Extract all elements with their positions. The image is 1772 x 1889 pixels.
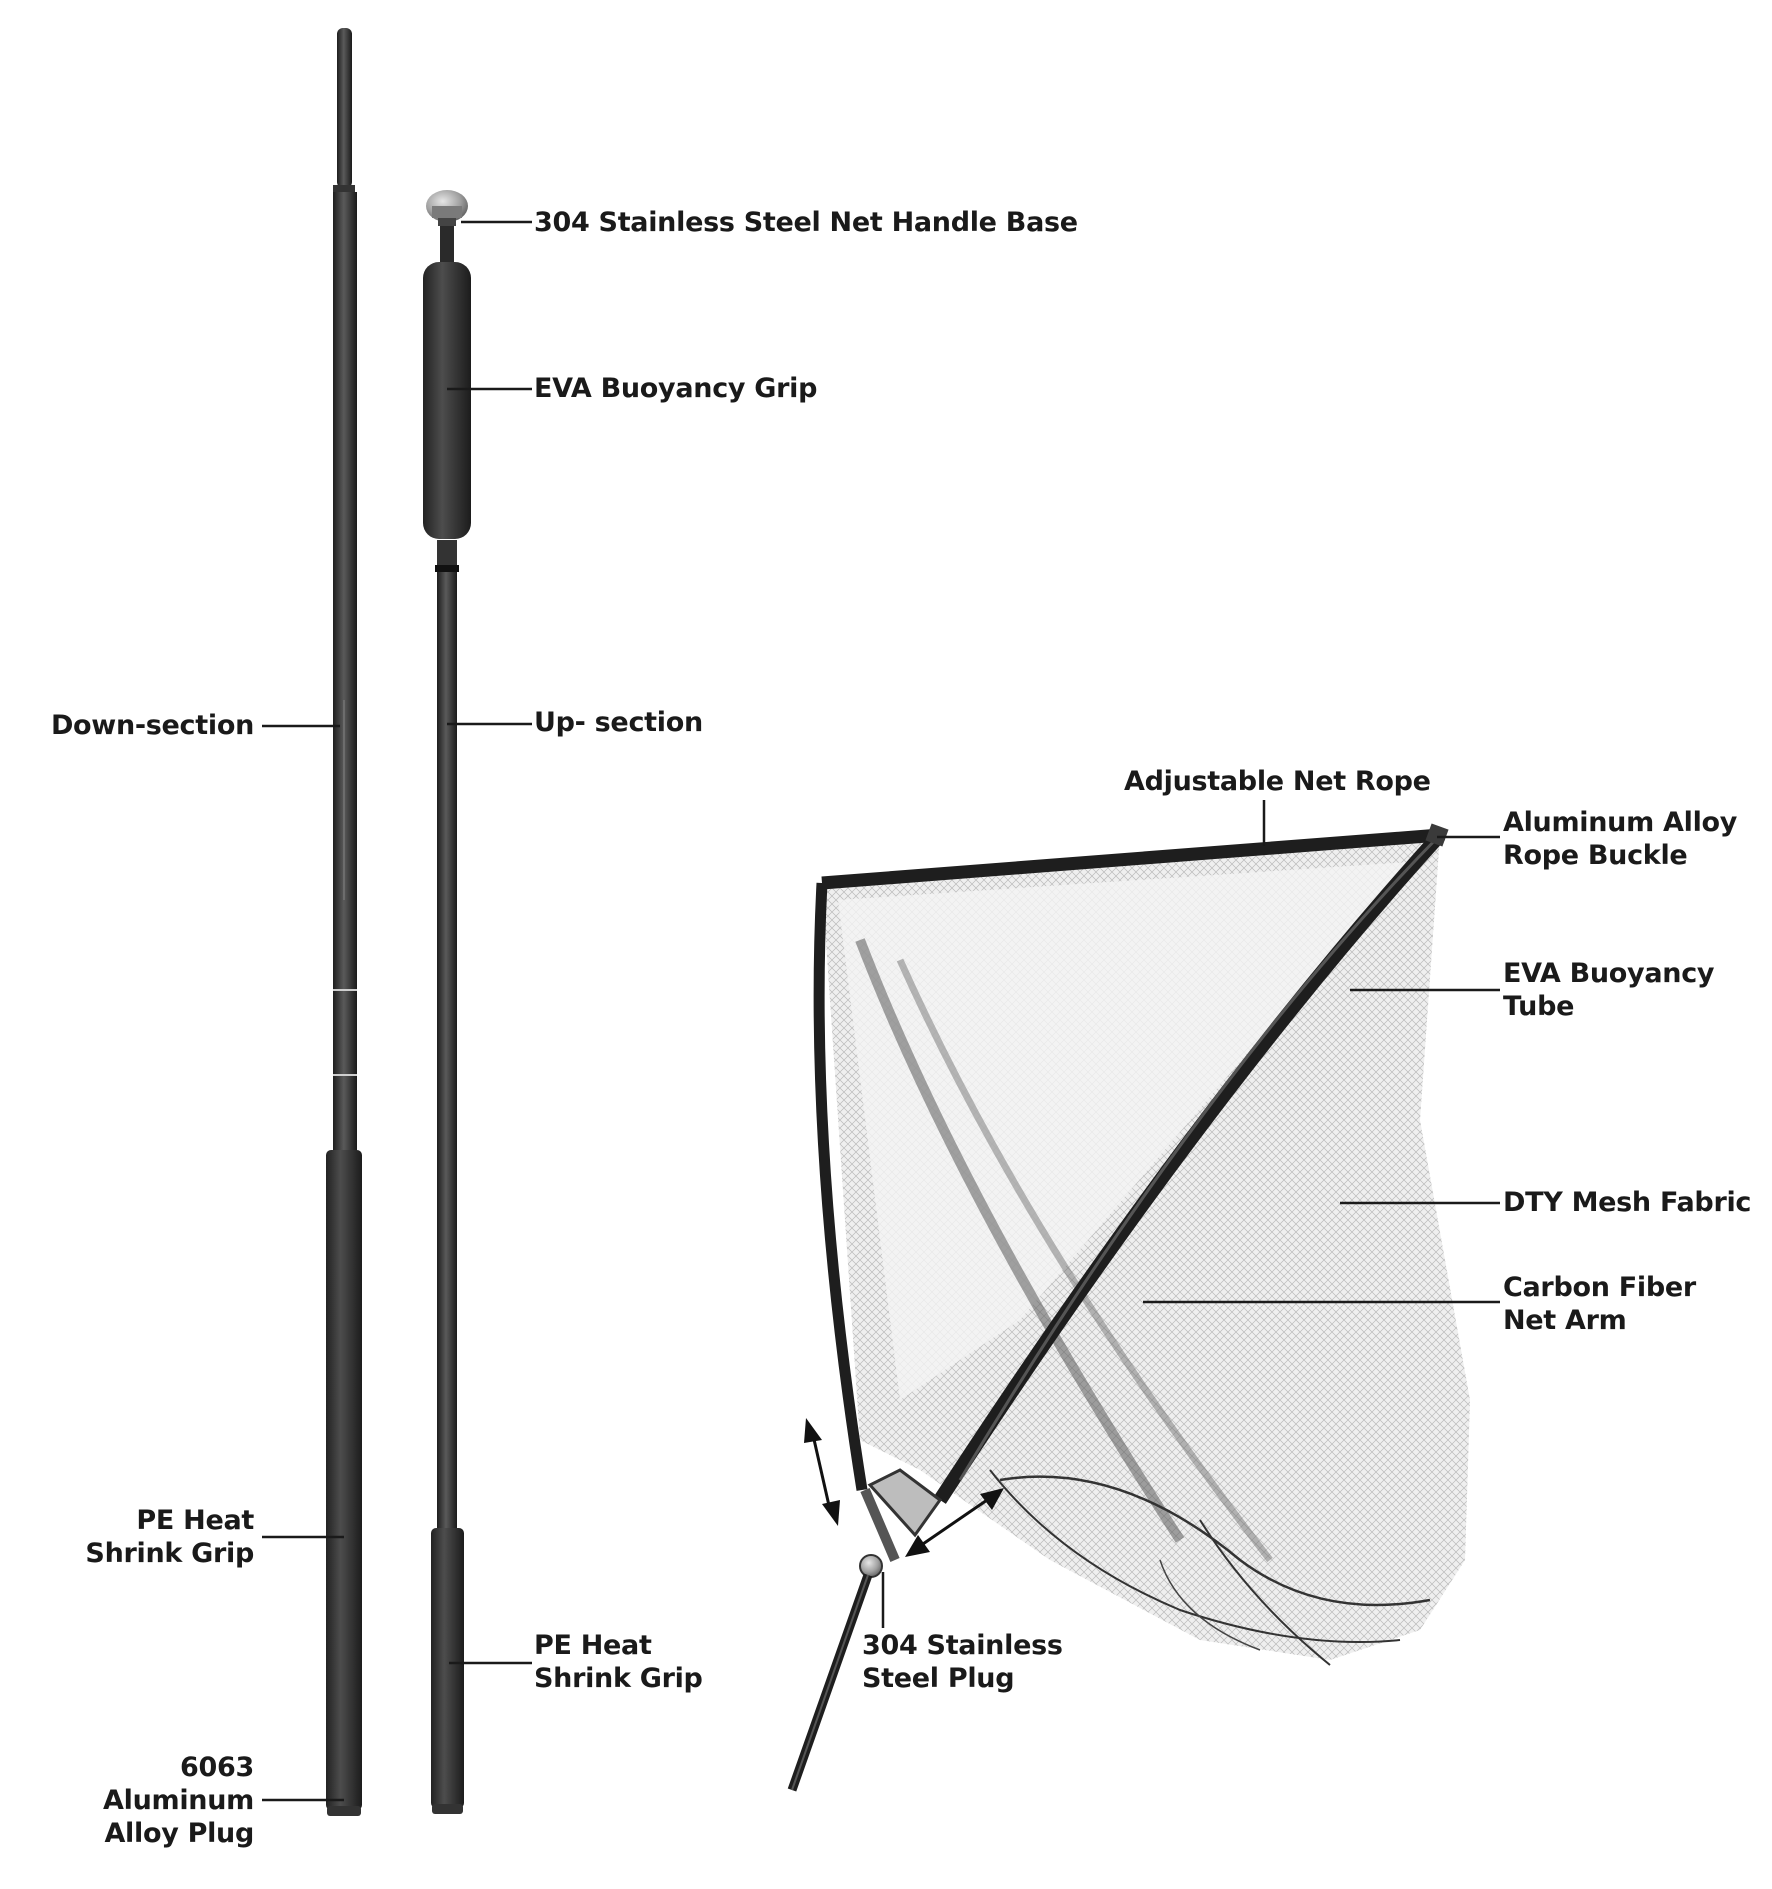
steel-plug-shape [859,1554,883,1578]
label-steel-plug: 304 Stainless Steel Plug [862,1630,1063,1694]
eva-grip-shape [423,262,471,539]
label-up-section: Up- section [534,707,703,738]
adjust-arrow-vertical [804,1418,840,1526]
label-mesh-fabric: DTY Mesh Fabric [1503,1187,1752,1218]
label-handle-base: 304 Stainless Steel Net Handle Base [534,207,1078,238]
adjust-arrow-diagonal [905,1488,1004,1557]
label-eva-grip: EVA Buoyancy Grip [534,373,818,404]
label-eva-tube: EVA Buoyancy Tube [1503,958,1715,1022]
label-rope-buckle: Aluminum Alloy Rope Buckle [1503,807,1738,871]
landing-net [787,823,1470,1792]
label-net-arm: Carbon Fiber Net Arm [1503,1272,1696,1336]
leader-lines [262,220,1500,1802]
label-down-section: Down-section [50,710,254,741]
label-net-rope: Adjustable Net Rope [1124,766,1431,797]
rope-buckle-shape [1425,823,1449,847]
label-aluminum-plug: 6063 Aluminum Alloy Plug [103,1752,254,1849]
down-section-pole [326,28,362,1816]
label-pe-grip-left: PE Heat Shrink Grip [85,1505,254,1569]
up-section-pole [423,190,471,1814]
label-pe-grip-right: PE Heat Shrink Grip [534,1630,703,1694]
